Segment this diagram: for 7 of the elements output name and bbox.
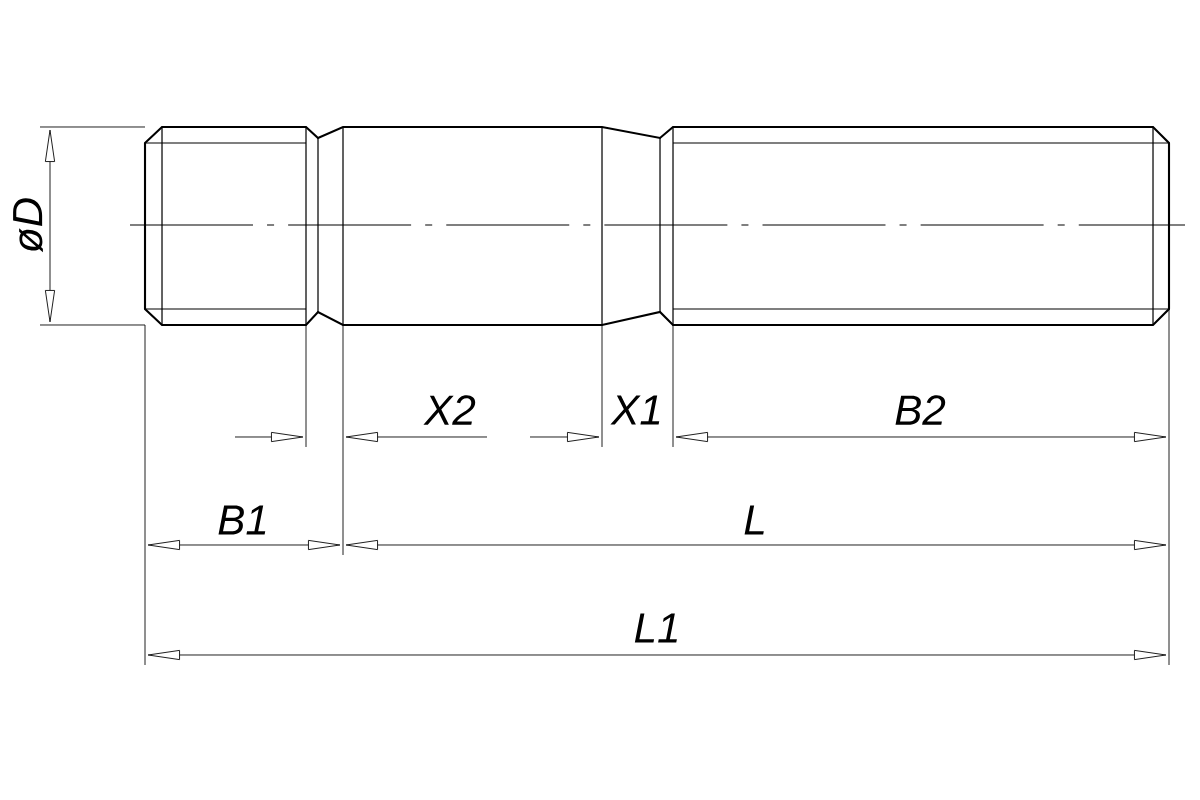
- dimension-label: B1: [218, 505, 266, 535]
- dimension-label: X1: [610, 395, 660, 425]
- dimension-label: øD: [13, 198, 43, 253]
- dimension-label: B2: [895, 395, 946, 425]
- dimension-label: L: [744, 505, 764, 535]
- dimension-label: X2: [423, 395, 476, 425]
- dimension-label: L1: [634, 613, 677, 643]
